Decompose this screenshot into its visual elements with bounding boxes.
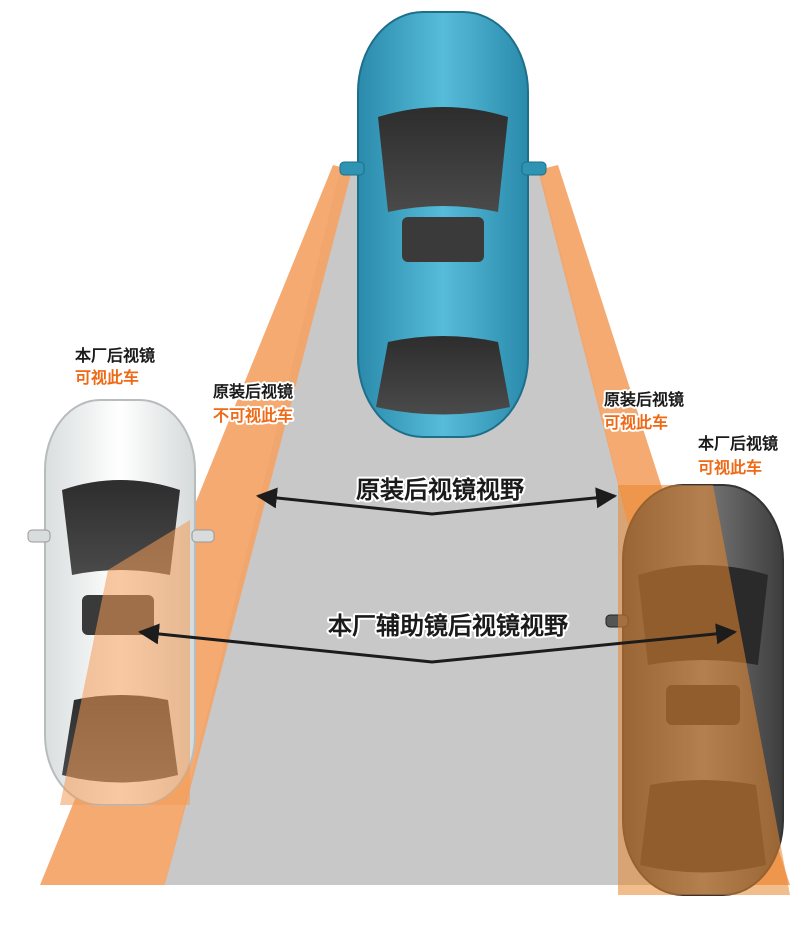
left-car	[27, 399, 215, 806]
right-orig-title: 原装后视镜	[604, 390, 684, 409]
original-fov-arrow	[255, 487, 618, 516]
original-fov-label: 原装后视镜视野	[356, 476, 524, 504]
left-orig-title: 原装后视镜	[213, 382, 293, 401]
car-top-view-icon	[339, 11, 547, 438]
main-car	[339, 11, 547, 438]
aux-fov-label: 本厂辅助镜后视镜视野	[328, 612, 568, 640]
left-aux-title: 本厂后视镜	[75, 346, 155, 365]
right-orig-status: 可视此车	[604, 413, 668, 432]
aux-fov-arrow	[137, 623, 738, 664]
right-aux-status: 可视此车	[698, 458, 762, 477]
right-car	[605, 484, 790, 896]
left-aux-status: 可视此车	[75, 368, 139, 387]
right-aux-title: 本厂后视镜	[698, 434, 778, 453]
left-orig-status: 不可视此车	[213, 406, 293, 425]
